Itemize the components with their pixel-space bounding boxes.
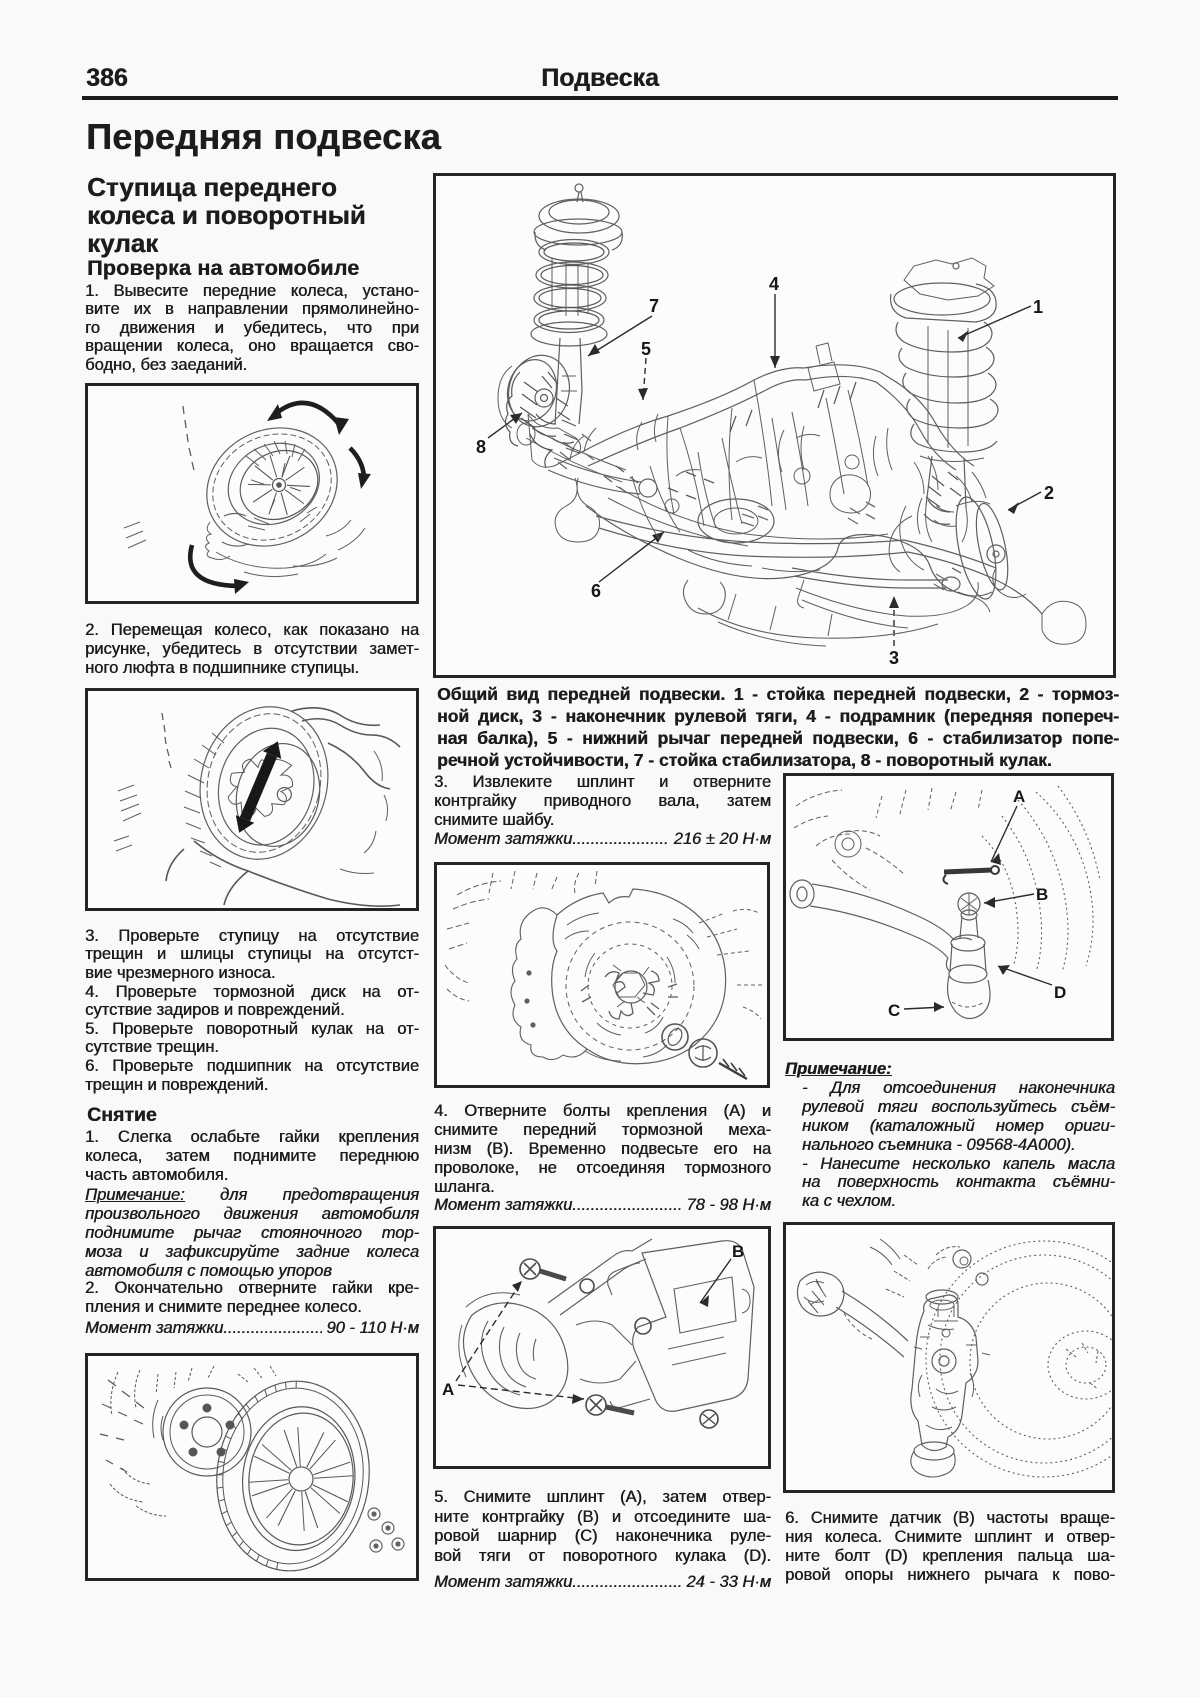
svg-text:C: C bbox=[888, 1001, 900, 1020]
svg-text:8: 8 bbox=[476, 437, 486, 457]
svg-text:1: 1 bbox=[1033, 297, 1043, 317]
svg-text:A: A bbox=[1013, 787, 1025, 806]
svg-text:B: B bbox=[732, 1242, 744, 1261]
svg-text:6: 6 bbox=[591, 581, 601, 601]
svg-text:3: 3 bbox=[889, 648, 899, 668]
svg-text:4: 4 bbox=[769, 274, 779, 294]
svg-text:7: 7 bbox=[649, 296, 659, 316]
svg-text:5: 5 bbox=[641, 339, 651, 359]
svg-text:A: A bbox=[442, 1380, 454, 1399]
svg-text:B: B bbox=[1036, 885, 1048, 904]
svg-text:D: D bbox=[1054, 983, 1066, 1002]
svg-text:2: 2 bbox=[1044, 483, 1054, 503]
